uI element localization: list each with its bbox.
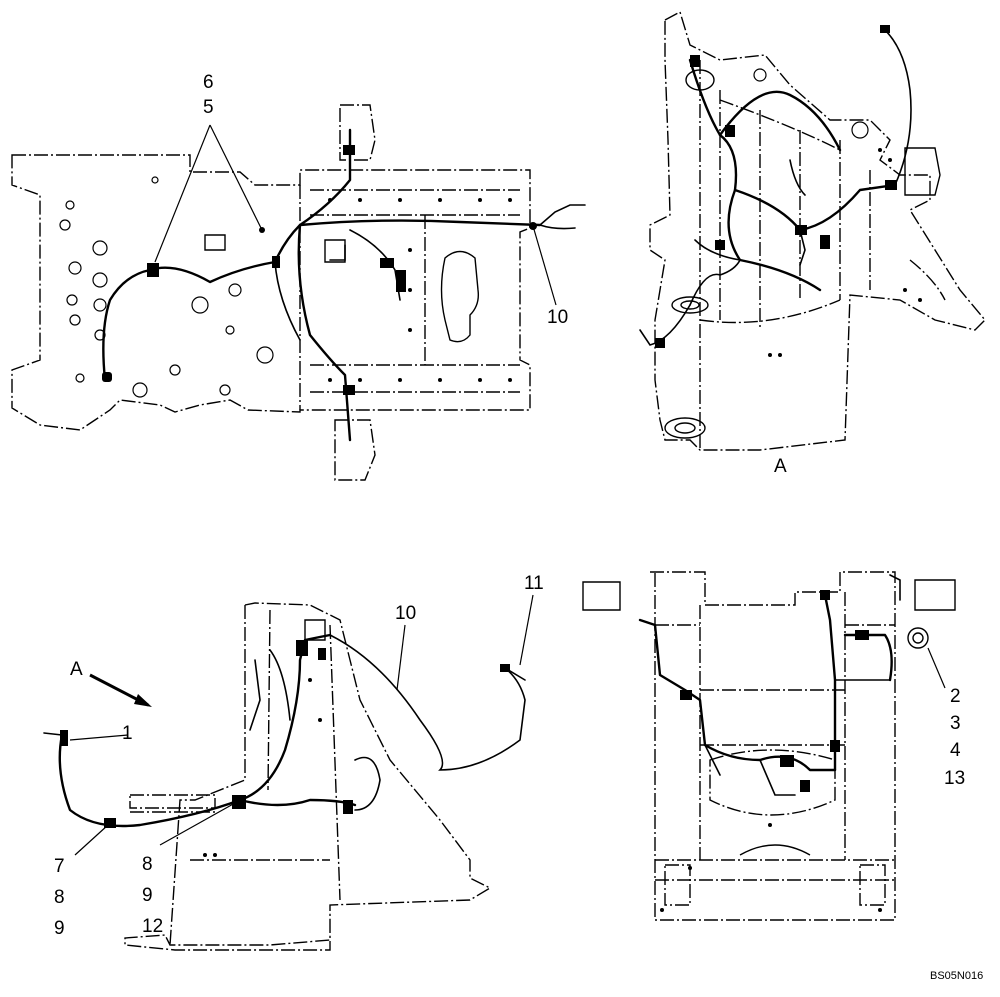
callout-10-bottom: 10 xyxy=(395,603,417,624)
callout-6: 6 xyxy=(203,72,214,93)
callout-9-left: 9 xyxy=(54,918,65,939)
callout-4: 4 xyxy=(950,740,961,761)
callout-1: 1 xyxy=(122,723,133,744)
callout-3: 3 xyxy=(950,713,961,734)
view-top-plan xyxy=(11,104,586,481)
callout-2: 2 xyxy=(950,686,961,707)
view-side xyxy=(43,594,534,951)
callout-7: 7 xyxy=(54,856,65,877)
view-rear xyxy=(582,571,956,921)
view-a-perspective xyxy=(639,10,986,451)
callout-13: 13 xyxy=(944,768,966,789)
callout-8-left: 8 xyxy=(54,887,65,908)
arrow-a-label: A xyxy=(70,659,83,680)
callout-10-top: 10 xyxy=(547,307,569,328)
callout-12: 12 xyxy=(142,916,164,937)
callout-8-mid: 8 xyxy=(142,854,153,875)
callout-5: 5 xyxy=(203,97,214,118)
view-a-label: A xyxy=(774,456,787,477)
drawing-reference: BS05N016 xyxy=(930,970,984,982)
callout-11: 11 xyxy=(524,573,544,594)
callout-9-mid: 9 xyxy=(142,885,153,906)
